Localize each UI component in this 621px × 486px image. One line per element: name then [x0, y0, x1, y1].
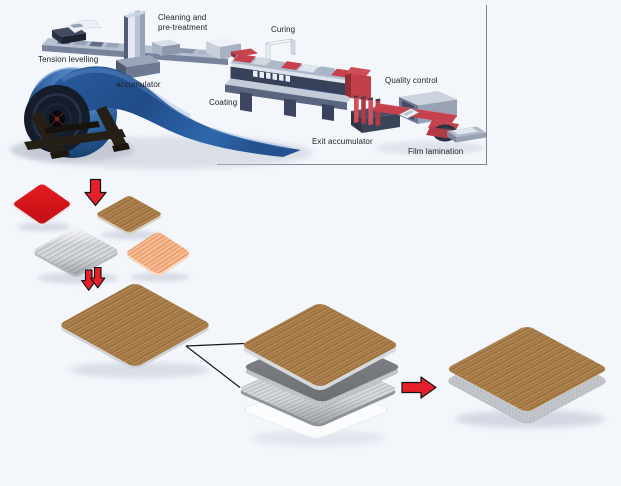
coil-stand: [24, 106, 130, 159]
red-paint-film-tile: [13, 184, 71, 227]
tension-leveller-unit: [52, 20, 102, 44]
strip-elbow: [345, 67, 371, 101]
process-line-frame: [217, 5, 487, 165]
final-laminated-panel: [448, 326, 606, 428]
steel-sheet-tile: [34, 227, 118, 277]
label-tension-levelling: Tension levelling: [38, 55, 99, 64]
curing-oven: [225, 38, 359, 121]
coated-strip-belt: [372, 103, 457, 123]
orange-decor-film-tile: [126, 232, 190, 276]
layer-connector-lines: [185, 342, 245, 388]
label-cleaning-pretreatment: Cleaning and pre-treatment: [158, 13, 208, 33]
film-lamination-unit: [426, 120, 486, 143]
production-line-illustration: [10, 10, 486, 169]
label-film-lamination: Film lamination: [408, 147, 464, 156]
label-curing: Curing: [271, 25, 296, 34]
label-coating: Coating: [209, 98, 238, 107]
unwinding-steel-sheet: [50, 66, 301, 157]
input-films-group: [13, 184, 190, 284]
right-arrow-icon: [401, 376, 437, 399]
double-down-arrow-icon: [81, 266, 106, 291]
wood-decor-top-layer: [243, 303, 397, 390]
cleaning-pretreatment-unit: [206, 37, 241, 59]
exit-accumulator-unit: [351, 95, 400, 133]
label-accumulator: accumulator: [116, 80, 161, 89]
wood-decor-film-tile: [96, 195, 162, 235]
laminated-sheet-tile: [60, 283, 210, 378]
label-quality-control: Quality control: [385, 76, 438, 85]
down-arrow-icon: [84, 178, 107, 207]
exit-section-shadow: [375, 141, 485, 155]
exploded-layer-stack: [240, 303, 399, 446]
label-exit-accumulator: Exit accumulator: [312, 137, 373, 146]
